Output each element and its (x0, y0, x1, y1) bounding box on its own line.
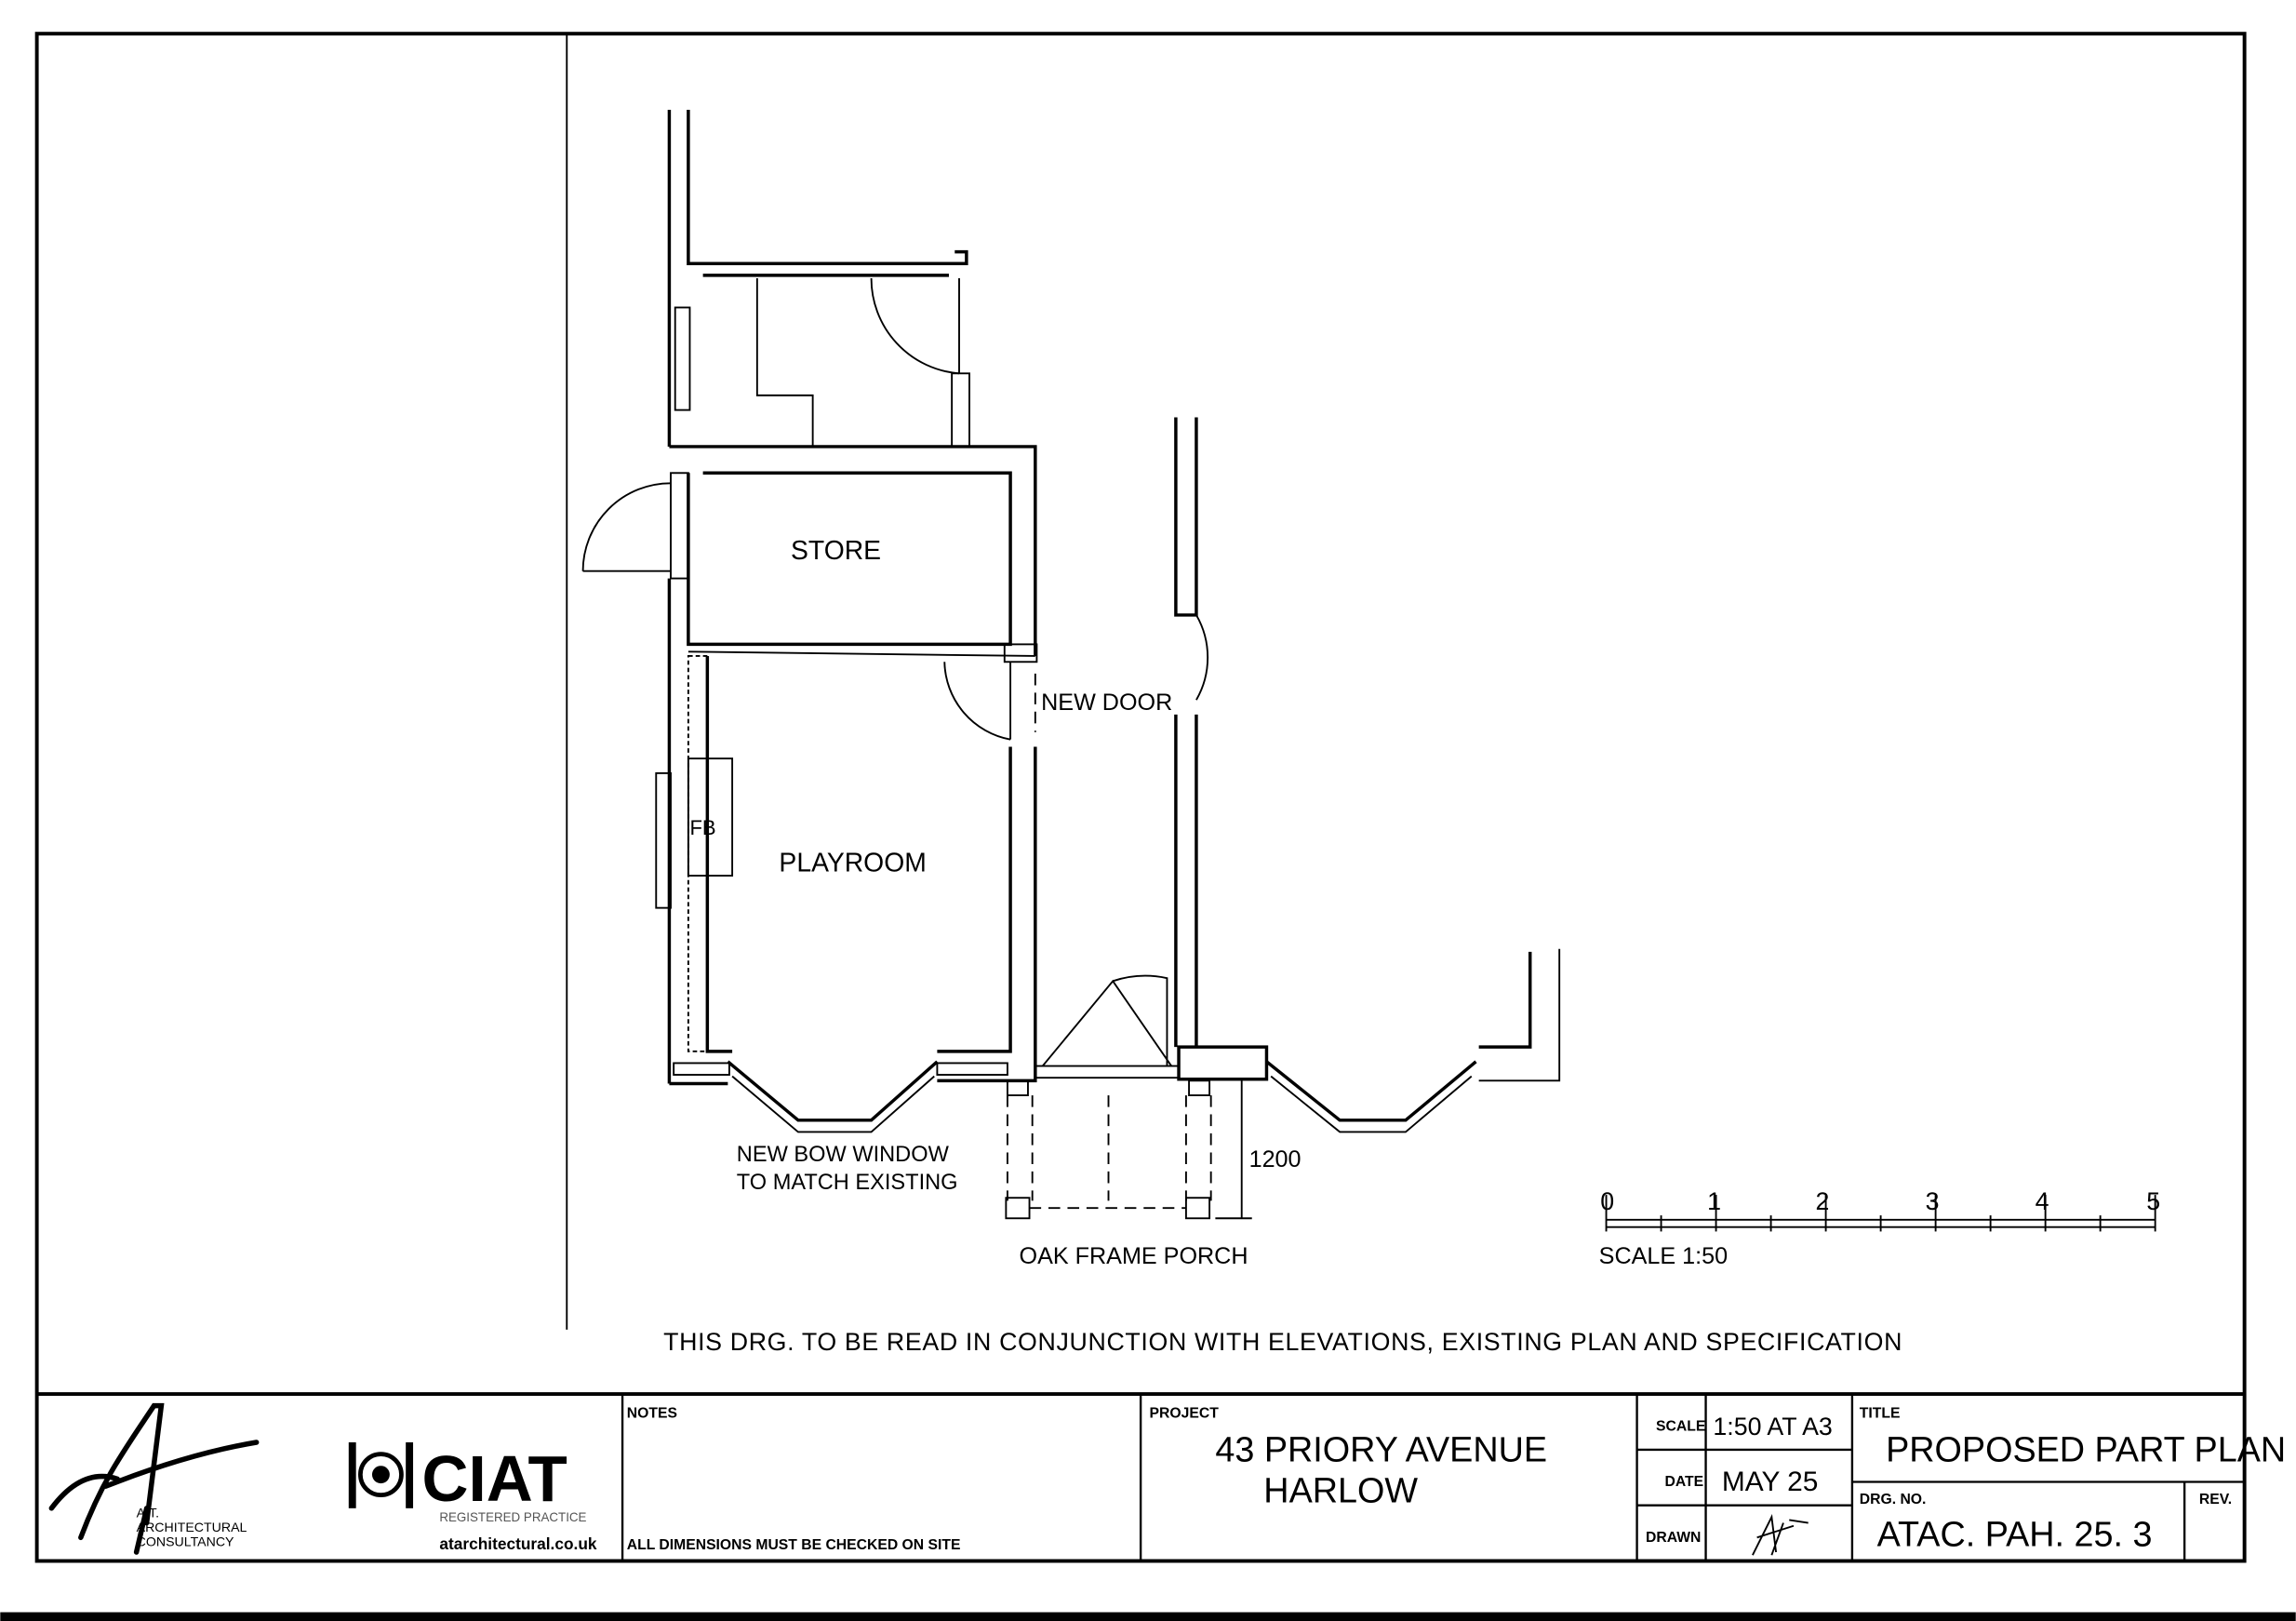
scale-tick: 1 (1707, 1187, 1721, 1215)
new-door-label: NEW DOOR (1041, 690, 1172, 716)
project-address-line2: HARLOW (1263, 1472, 1418, 1511)
ciat-registered-practice: REGISTERED PRACTICE (439, 1510, 586, 1524)
at-logo (48, 1402, 260, 1555)
rev-label: REV. (2199, 1492, 2232, 1507)
project-address-line1: 43 PRIORY AVENUE (1215, 1430, 1547, 1469)
room-label-playroom: PLAYROOM (779, 848, 926, 877)
scale-tick: 0 (1600, 1187, 1614, 1215)
scale-tick: 5 (2146, 1187, 2160, 1215)
ciat-logo: CIAT (348, 1442, 567, 1515)
bow-window-label-1: NEW BOW WINDOW (737, 1143, 950, 1167)
scale-tick: 3 (1926, 1187, 1940, 1215)
ciat-logo-text: CIAT (421, 1442, 567, 1515)
date-value: MAY 25 (1722, 1467, 1819, 1497)
scale-bar: 0 1 2 3 4 5 SCALE 1:50 (1599, 1187, 2160, 1269)
scale-value: 1:50 AT A3 (1713, 1413, 1832, 1440)
title-block (36, 1392, 2245, 1561)
drawing-title: PROPOSED PART PLAN (1886, 1430, 2286, 1469)
drawn-initials-signature (1752, 1514, 1809, 1556)
scale-tick: 2 (1816, 1187, 1830, 1215)
general-note: THIS DRG. TO BE READ IN CONJUNCTION WITH… (663, 1328, 1902, 1356)
scale-label: SCALE (1656, 1418, 1705, 1434)
bottom-bar (0, 1612, 2296, 1621)
fireplace-label: FB (689, 816, 715, 839)
date-label: DATE (1664, 1474, 1703, 1490)
project-label: PROJECT (1150, 1405, 1220, 1421)
company-name-line3: CONSULTANCY (137, 1535, 234, 1550)
oak-frame-porch-label: OAK FRAME PORCH (1020, 1243, 1248, 1269)
bow-window-label-2: TO MATCH EXISTING (737, 1171, 958, 1195)
room-label-store: STORE (791, 536, 881, 566)
drg-no-label: DRG. NO. (1860, 1492, 1927, 1507)
scale-tick: 4 (2036, 1187, 2049, 1215)
scale-bar-label: SCALE 1:50 (1599, 1243, 1728, 1269)
company-name-line2: ARCHITECTURAL (137, 1521, 247, 1535)
notes-label: NOTES (627, 1405, 677, 1421)
floor-plan (581, 110, 1561, 1220)
company-name-line1: A.T. (137, 1506, 159, 1521)
title-label: TITLE (1860, 1405, 1901, 1421)
company-website[interactable]: atarchitectural.co.uk (439, 1534, 597, 1553)
drawn-label: DRAWN (1646, 1530, 1701, 1546)
porch-dimension: 1200 (1249, 1146, 1302, 1172)
drawing-number: ATAC. PAH. 25. 3 (1877, 1516, 2153, 1555)
notes-text: ALL DIMENSIONS MUST BE CHECKED ON SITE (627, 1537, 961, 1553)
